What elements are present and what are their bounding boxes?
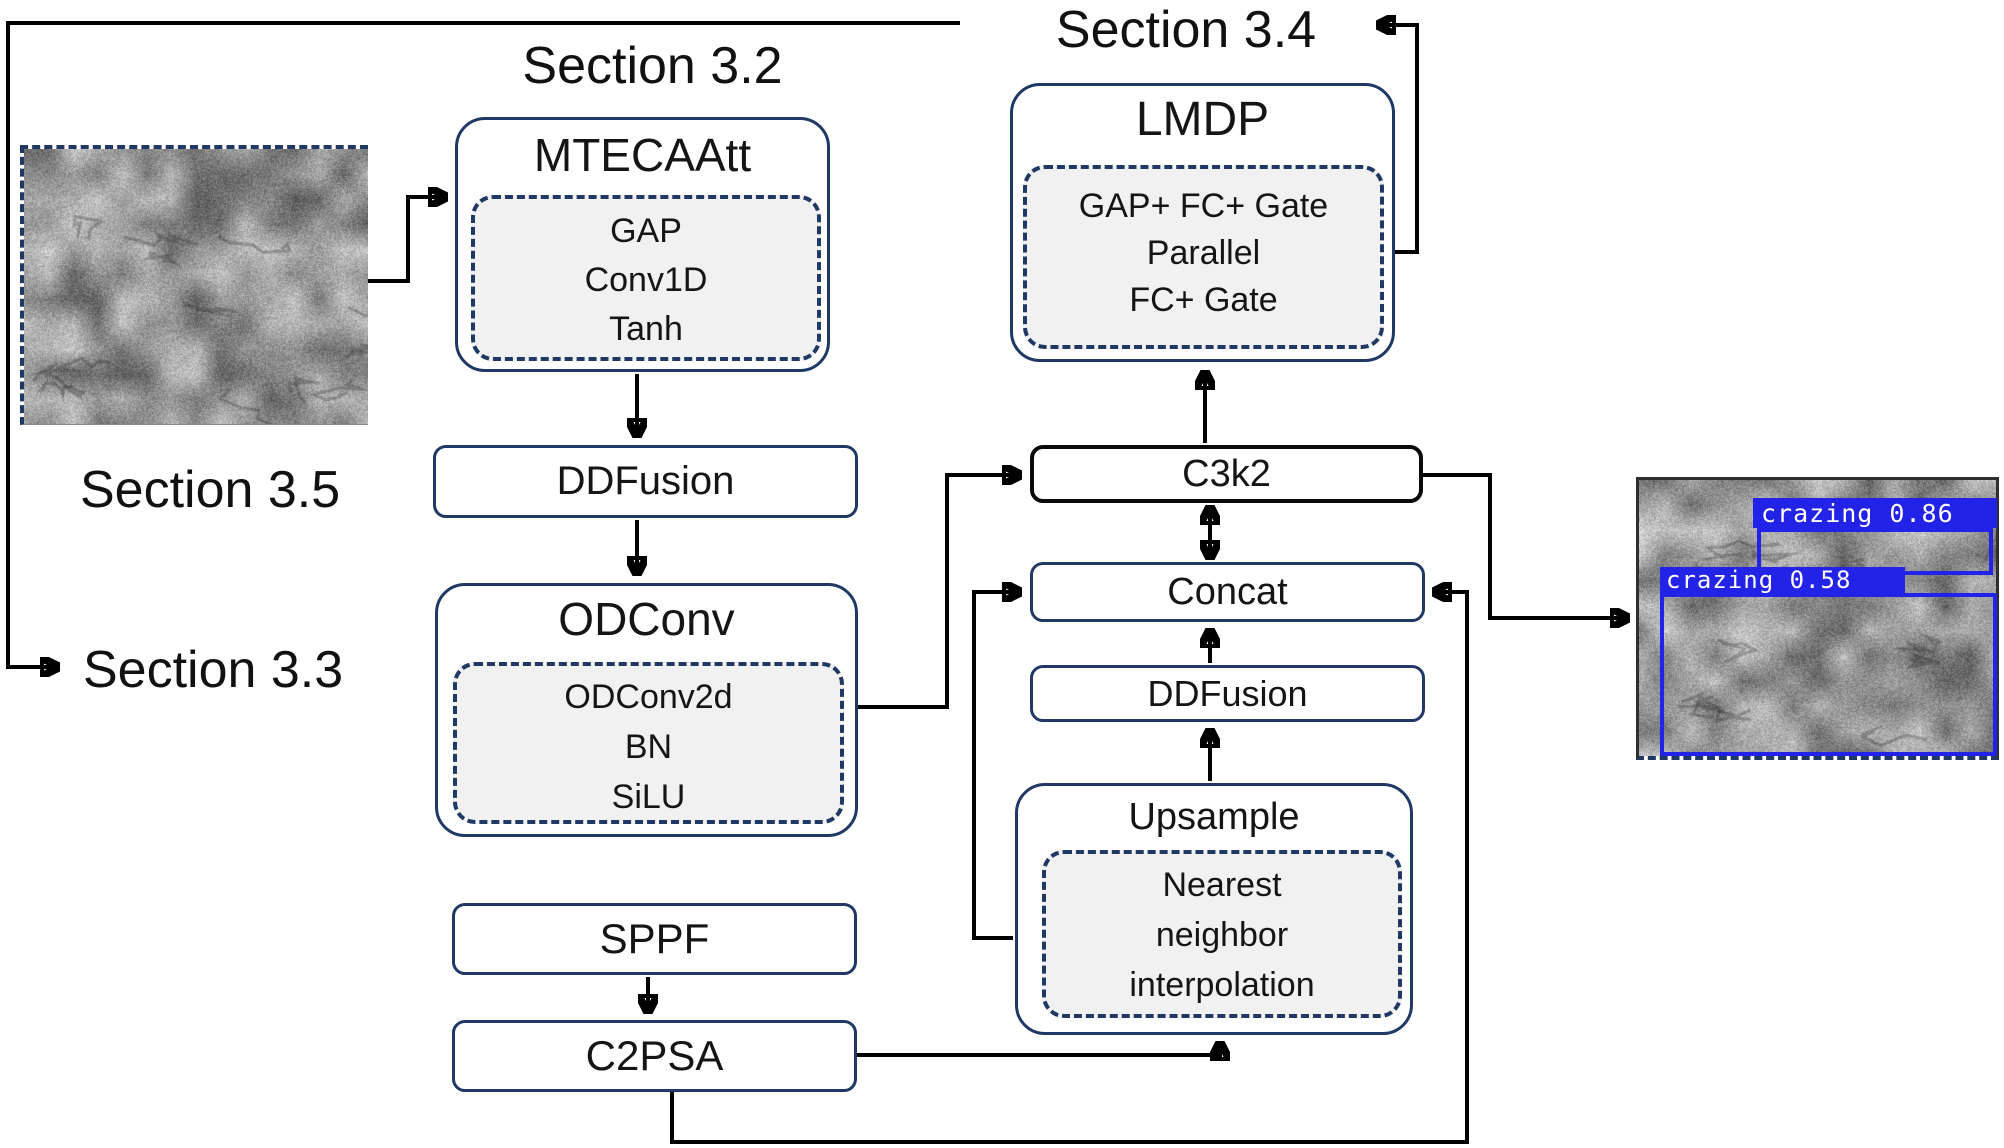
input-sample-image-frame <box>20 145 368 425</box>
lmdp-step-parallel: Parallel <box>1146 234 1261 272</box>
block-sppf-title: SPPF <box>599 915 710 962</box>
block-lmdp-inner: GAP+ FC+ Gate Parallel FC+ Gate <box>1023 165 1384 349</box>
block-sppf: SPPF <box>452 903 857 975</box>
mtecaatt-step-tanh: Tanh <box>609 310 683 348</box>
input-sample-image <box>24 149 368 424</box>
detection-label-crazing-058: crazing 0.58 <box>1660 567 1905 593</box>
block-lmdp-title: LMDP <box>1135 93 1270 146</box>
odconv-step-bn: BN <box>624 728 673 766</box>
section-3-5-label: Section 3.5 <box>80 461 341 519</box>
arrow-c2psa-to-upsample <box>857 1045 1220 1055</box>
lmdp-step-fc-gate: FC+ Gate <box>1129 281 1278 319</box>
arrow-c3k2-to-output <box>1423 473 1626 618</box>
mtecaatt-step-conv1d: Conv1D <box>584 261 708 299</box>
arrow-upsample-to-concat <box>972 592 1018 940</box>
section-3-3-label: Section 3.3 <box>83 641 344 699</box>
block-concat-title: Concat <box>1167 570 1288 613</box>
section-3-4-label: Section 3.4 <box>1055 1 1317 59</box>
block-upsample-title: Upsample <box>1128 796 1300 838</box>
section-3-2-label: Section 3.2 <box>522 37 783 95</box>
block-c3k2: C3k2 <box>1030 445 1423 503</box>
odconv-step-odconv2d: ODConv2d <box>564 678 733 716</box>
lmdp-step-gap-fc-gate: GAP+ FC+ Gate <box>1078 187 1329 225</box>
detection-bbox-crazing-058 <box>1660 593 1997 756</box>
block-ddfusion-mid: DDFusion <box>1030 665 1425 722</box>
detection-label-crazing-086: crazing 0.86 <box>1753 498 1997 528</box>
block-lmdp: LMDP GAP+ FC+ Gate Parallel FC+ Gate <box>1010 83 1395 362</box>
block-upsample: Upsample Nearest neighbor interpolation <box>1015 783 1413 1035</box>
block-c2psa: C2PSA <box>452 1020 857 1092</box>
block-mtecaatt-inner: GAP Conv1D Tanh <box>471 195 821 361</box>
arrow-odconv-to-c3k2 <box>858 475 1018 709</box>
block-odconv-title: ODConv <box>558 593 735 645</box>
block-mtecaatt-title: MTECAAtt <box>533 129 752 181</box>
odconv-step-silu: SiLU <box>611 778 686 816</box>
block-odconv: ODConv ODConv2d BN SiLU <box>435 583 858 837</box>
upsample-step-interpolation: interpolation <box>1129 966 1315 1004</box>
mtecaatt-step-gap: GAP <box>610 212 682 250</box>
block-upsample-inner: Nearest neighbor interpolation <box>1042 850 1402 1018</box>
block-odconv-inner: ODConv2d BN SiLU <box>453 662 844 824</box>
detection-output-image-frame: crazing 0.86 crazing 0.58 <box>1636 477 1999 760</box>
upsample-step-neighbor: neighbor <box>1155 916 1289 954</box>
block-c3k2-title: C3k2 <box>1182 452 1271 495</box>
block-ddfusion-mid-title: DDFusion <box>1147 672 1308 714</box>
upsample-step-nearest: Nearest <box>1162 866 1282 904</box>
block-ddfusion-left: DDFusion <box>433 445 858 518</box>
block-mtecaatt: MTECAAtt GAP Conv1D Tanh <box>455 117 830 372</box>
block-concat: Concat <box>1030 562 1425 622</box>
block-c2psa-title: C2PSA <box>585 1032 724 1079</box>
block-ddfusion-left-title: DDFusion <box>556 459 735 503</box>
arrow-input-to-mtecaatt <box>364 197 444 283</box>
